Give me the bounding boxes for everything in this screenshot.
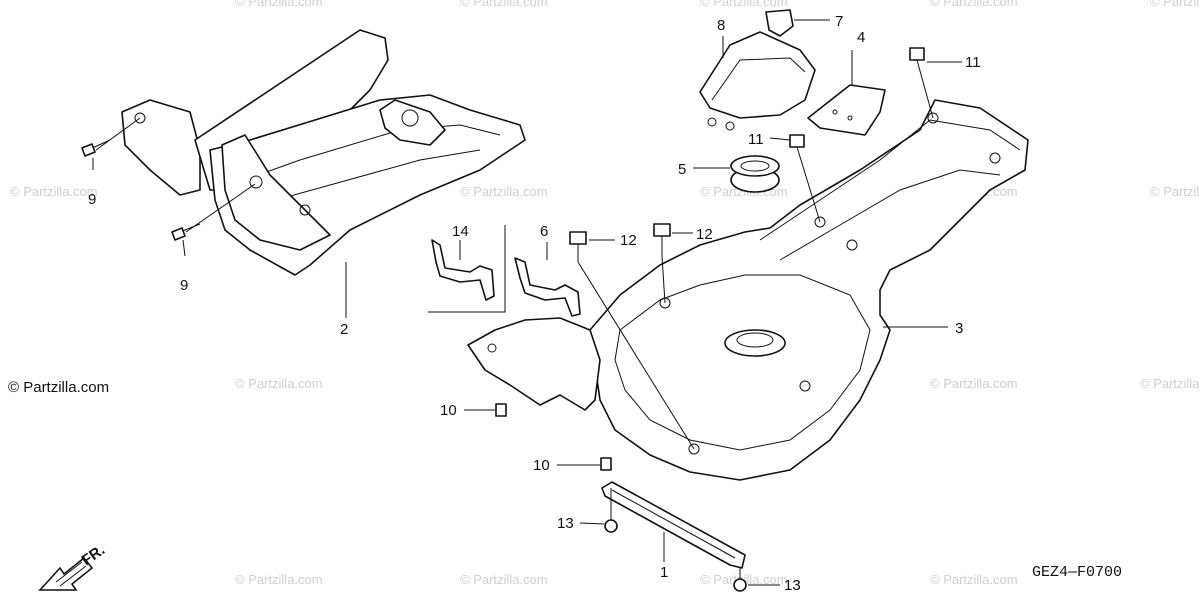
part-8-drawing [699,31,816,131]
leader-lines [92,19,962,586]
bolt-11-lower [789,134,821,223]
callout-group: 1 2 3 4 5 6 7 8 9 9 10 10 11 11 12 12 13… [88,13,981,594]
watermark: © Partzilla.com [1140,376,1200,391]
watermark: © Partzilla.com [460,0,548,9]
callout-9-upper: 9 [88,191,96,208]
separator-line [428,225,506,313]
watermark: © Partzilla.com [235,572,323,587]
callout-4: 4 [857,29,865,46]
watermark: © Partzilla.com [930,376,1018,391]
watermark: © Partzilla.com [930,572,1018,587]
part-4-drawing [807,84,886,136]
callout-10-upper: 10 [440,402,457,419]
part-3-flap-drawing [467,317,601,411]
part-2-drawing [121,29,526,276]
part-6-drawing [514,257,581,317]
watermark: © Partzilla.com [700,0,788,9]
bolt-9-upper [81,117,141,157]
watermark: © Partzilla.com [930,0,1018,9]
callout-13-right: 13 [784,577,801,594]
watermark: © Partzilla.com [235,376,323,391]
part-1-drawing [601,481,746,569]
clip-10-upper [495,403,507,417]
bolt-11-upper [909,47,934,119]
callout-12-right: 12 [696,226,713,243]
bolt-12-right [653,223,671,304]
part-3-drawing [589,99,1029,481]
callout-8: 8 [717,17,725,34]
callout-1: 1 [660,564,668,581]
callout-13-left: 13 [557,515,574,532]
front-marker: FR. [38,541,108,591]
callout-11-upper: 11 [965,54,981,71]
watermark: © Partzilla.com [460,572,548,587]
bolt-12-left [569,231,695,450]
callout-14: 14 [452,223,469,240]
bolt-9-lower [171,183,256,241]
watermark: © Partzilla.com [1150,0,1200,9]
part-14-drawing [431,239,495,301]
watermark-group: © Partzilla.com © Partzilla.com © Partzi… [10,0,1200,587]
watermark: © Partzilla.com [235,0,323,9]
callout-5: 5 [678,161,686,178]
bolt-13-left [604,488,618,533]
callout-6: 6 [540,223,548,240]
watermark: © Partzilla.com [1150,184,1200,199]
callout-9-lower: 9 [180,277,188,294]
diagram-code: GEZ4—F0700 [1032,564,1122,581]
watermark-dark: © Partzilla.com [8,379,109,396]
clip-10-lower [600,457,612,471]
part-7-drawing [765,9,794,37]
watermark: © Partzilla.com [10,184,98,199]
watermark: © Partzilla.com [460,184,548,199]
part-5-drawing [730,155,780,193]
bolt-13-right [733,568,747,592]
callout-2: 2 [340,321,348,338]
callout-10-lower: 10 [533,457,550,474]
callout-3: 3 [955,320,963,337]
callout-12-left: 12 [620,232,637,249]
callout-11-lower: 11 [748,131,764,148]
callout-7: 7 [835,13,843,30]
